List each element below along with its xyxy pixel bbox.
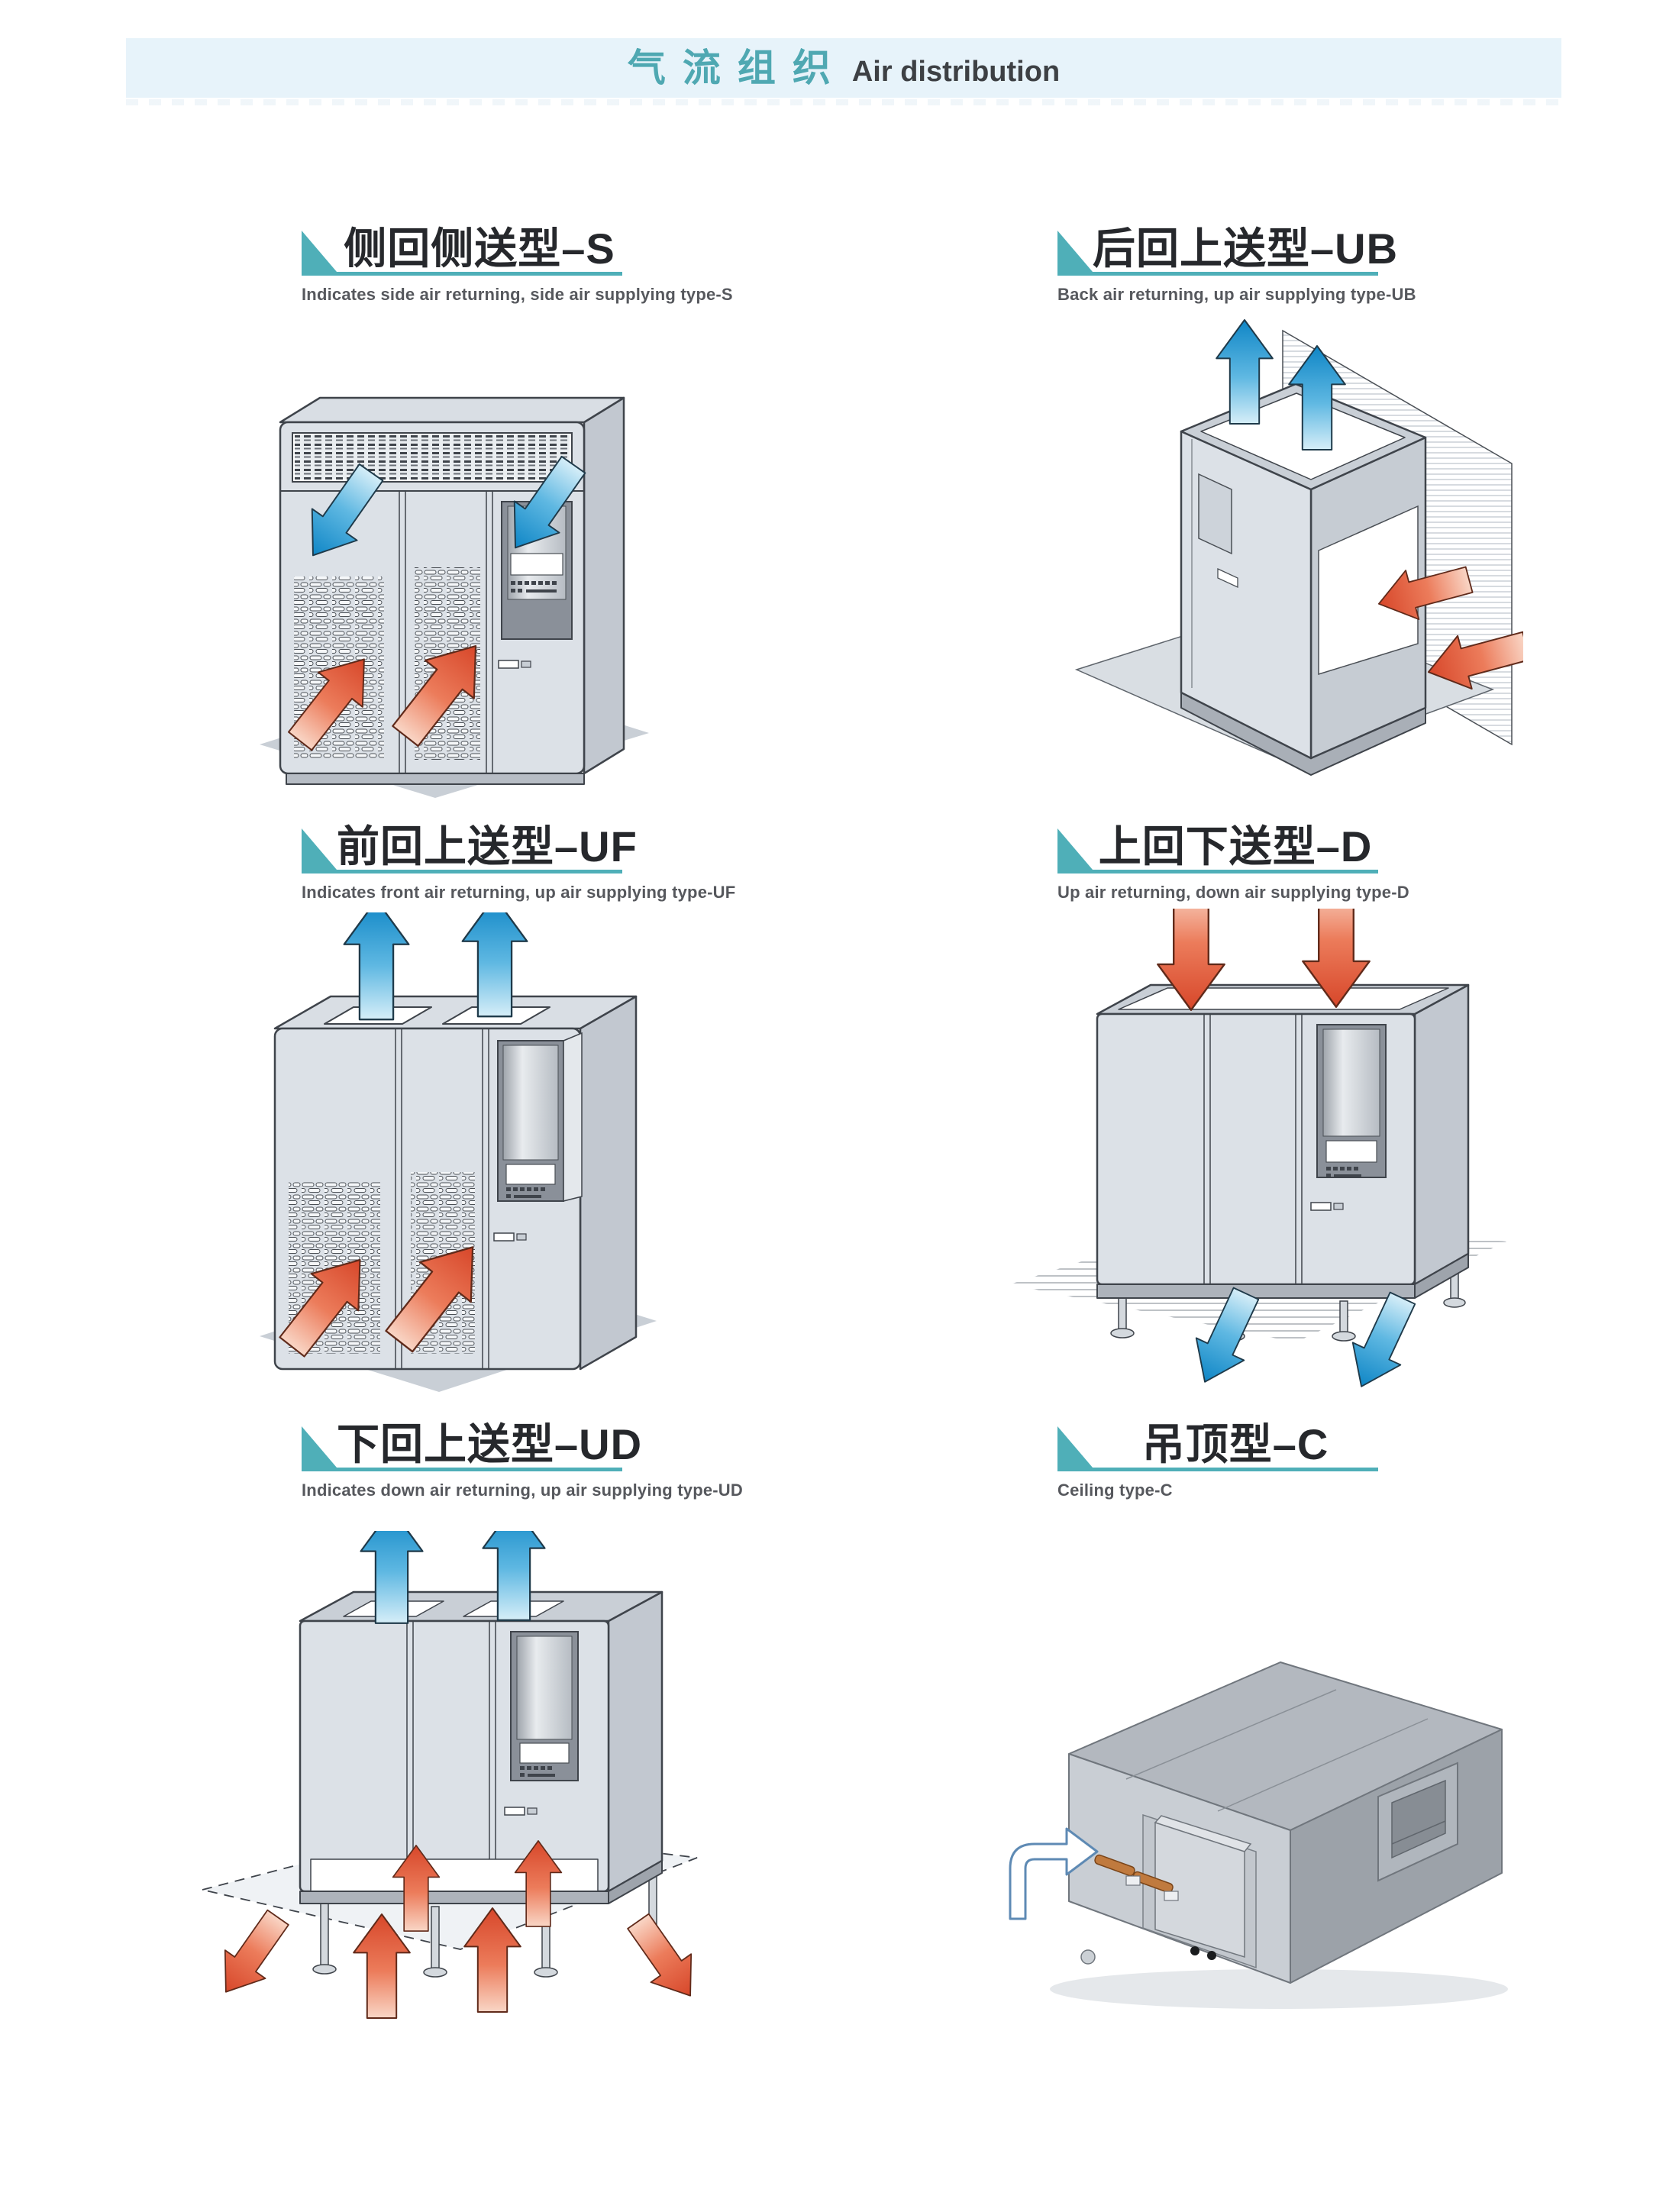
triangle-marker-icon <box>1057 231 1093 272</box>
section-d-title-row: 上回下送型–D <box>1057 821 1378 873</box>
triangle-marker-icon <box>1057 828 1093 870</box>
illustration-front-return-top-supply <box>210 912 691 1393</box>
supply-grille <box>280 432 584 492</box>
section-ub-title-row: 后回上送型–UB <box>1057 223 1397 276</box>
section-uf-title-row: 前回上送型–UF <box>302 821 637 873</box>
section-ub-subtitle: Back air returning, up air supplying typ… <box>1057 285 1416 304</box>
section-d: 上回下送型–D Up air returning, down air suppl… <box>1057 821 1561 903</box>
door-handle <box>1310 1202 1344 1211</box>
cabinet-body <box>299 1590 663 1904</box>
section-s-title-row: 侧回侧送型–S <box>302 223 622 276</box>
control-panel <box>510 1631 579 1781</box>
section-c-title-row: 吊顶型–C <box>1057 1419 1378 1471</box>
section-uf-subtitle: Indicates front air returning, up air su… <box>302 883 736 902</box>
knockout-hole <box>1207 1951 1216 1960</box>
header-texture-strip <box>126 99 1561 105</box>
section-ud-subtitle: Indicates down air returning, up air sup… <box>302 1481 743 1500</box>
door-handle <box>504 1807 538 1816</box>
section-uf-title: 前回上送型–UF <box>337 822 638 870</box>
triangle-marker-icon <box>302 231 337 272</box>
section-ud-title-row: 下回上送型–UD <box>302 1419 641 1471</box>
door-handle <box>493 1232 527 1242</box>
return-air-arrow-icon <box>205 1904 298 2006</box>
section-ud-title: 下回上送型–UD <box>337 1420 643 1468</box>
door-seams <box>395 1028 489 1369</box>
unit-legs <box>312 1874 664 1978</box>
unit-shadow <box>1050 1969 1508 2009</box>
illustration-back-return-top-supply <box>1065 317 1523 802</box>
section-c-subtitle: Ceiling type-C <box>1057 1481 1173 1500</box>
section-uf: 前回上送型–UF Indicates front air returning, … <box>302 821 806 903</box>
control-panel <box>497 1032 583 1202</box>
section-ub: 后回上送型–UB Back air returning, up air supp… <box>1057 223 1561 305</box>
section-ub-title: 后回上送型–UB <box>1093 224 1399 273</box>
door-seams <box>1203 1014 1303 1284</box>
section-s-subtitle: Indicates side air returning, side air s… <box>302 285 733 304</box>
triangle-marker-icon <box>1057 1426 1093 1468</box>
section-ud: 下回上送型–UD Indicates down air returning, u… <box>302 1419 806 1500</box>
control-panel <box>1316 1024 1387 1178</box>
section-s-title: 侧回侧送型–S <box>344 224 615 273</box>
triangle-marker-icon <box>302 828 337 870</box>
return-air-arrow-icon <box>618 1907 710 2010</box>
refrigerant-pipes <box>1094 1854 1179 1901</box>
knockout-hole <box>1190 1946 1199 1955</box>
section-d-title: 上回下送型–D <box>1098 822 1373 870</box>
airflow-inlet-arrow-icon <box>1009 1827 1099 1920</box>
illustration-down-return-top-supply <box>187 1531 714 2023</box>
front-access-panel <box>1142 1813 1257 1969</box>
section-d-subtitle: Up air returning, down air supplying typ… <box>1057 883 1409 902</box>
front-panel-details <box>1191 439 1238 688</box>
section-s: 侧回侧送型–S Indicates side air returning, si… <box>302 223 806 305</box>
page-header: 气流组织 Air distribution <box>126 38 1561 98</box>
page-title-english: Air distribution <box>851 56 1061 88</box>
illustration-ceiling-unit <box>951 1592 1561 2027</box>
section-c: 吊顶型–C Ceiling type-C <box>1057 1419 1561 1500</box>
back-return-opening <box>1318 505 1419 676</box>
section-c-title: 吊顶型–C <box>1141 1420 1329 1468</box>
page-title-chinese: 气流组织 <box>627 47 848 89</box>
cabinet-body <box>1096 983 1470 1299</box>
illustration-side-return-side-supply <box>218 325 683 802</box>
drain-outlet <box>1080 1949 1096 1965</box>
side-duct-flange <box>1377 1762 1458 1882</box>
door-seams <box>406 1621 496 1859</box>
door-handle <box>498 660 531 669</box>
illustration-top-return-down-supply <box>996 909 1516 1390</box>
triangle-marker-icon <box>302 1426 337 1468</box>
